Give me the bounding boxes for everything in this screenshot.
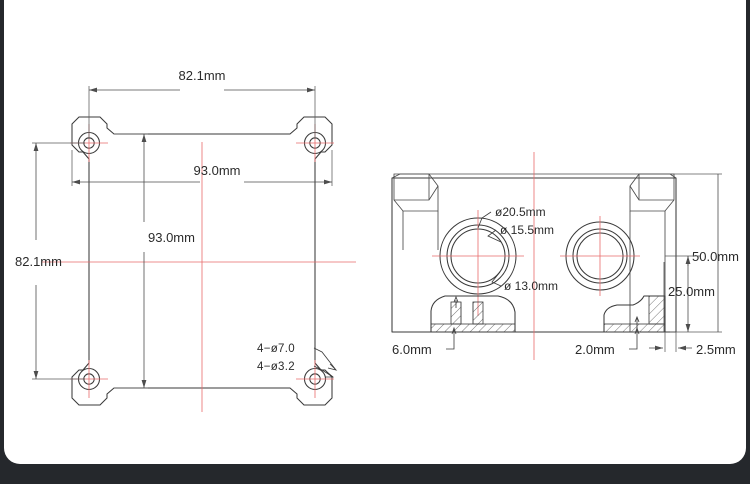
bore-callout-group: ø20.5mm ø 15.5mm ø 13.0mm	[477, 205, 558, 293]
bore-right	[560, 216, 640, 296]
pad-right-section	[603, 295, 666, 333]
dim-offset-2: 2.0mm	[575, 326, 640, 357]
dim-label-wall-25: 2.5mm	[696, 342, 736, 357]
flange-left	[393, 173, 439, 250]
callout-label-hole-outer: 4−ø7.0	[257, 343, 295, 355]
dim-wall-25: 2.5mm	[649, 332, 736, 357]
dim-label-inner-93-vertical: 93.0mm	[148, 230, 195, 245]
plate-outline	[71, 116, 333, 406]
callout-label-bore-outer: ø20.5mm	[495, 205, 546, 219]
drawing-sheet: 82.1mm 82.1mm 93.0mm	[4, 0, 746, 464]
callout-label-hole-inner: 4−ø3.2	[257, 361, 295, 373]
technical-drawing-canvas: 82.1mm 82.1mm 93.0mm	[15, 68, 739, 412]
dim-left-82: 82.1mm	[15, 142, 85, 380]
callout-label-bore-middle: ø 15.5mm	[500, 223, 554, 237]
dim-height-25: 25.0mm	[663, 255, 715, 332]
dim-label-left-82: 82.1mm	[15, 254, 62, 269]
dim-label-offset-2: 2.0mm	[575, 342, 615, 357]
callout-label-bore-inner: ø 13.0mm	[504, 279, 558, 293]
dim-label-top-82: 82.1mm	[179, 68, 226, 83]
corner-hole-bottom-right	[296, 360, 334, 398]
dim-label-inner-93-horizontal: 93.0mm	[194, 163, 241, 178]
left-view-group: 82.1mm 82.1mm 93.0mm	[15, 68, 356, 412]
hole-callout-group: 4−ø7.0 4−ø3.2	[257, 343, 338, 378]
right-view-group: ø20.5mm ø 15.5mm ø 13.0mm	[391, 152, 739, 360]
dim-inner-93-vertical: 93.0mm	[114, 133, 195, 389]
dim-inner-93-horizontal: 93.0mm	[71, 150, 333, 186]
dim-label-height-25: 25.0mm	[668, 284, 715, 299]
plate-centerlines	[42, 142, 356, 412]
dim-height-50: 50.0mm	[670, 173, 739, 333]
dim-offset-6: 6.0mm	[392, 326, 457, 357]
dim-top-82: 82.1mm	[88, 68, 316, 139]
dim-label-height-50: 50.0mm	[692, 249, 739, 264]
pad-left-section	[430, 295, 516, 333]
dim-label-offset-6: 6.0mm	[392, 342, 432, 357]
